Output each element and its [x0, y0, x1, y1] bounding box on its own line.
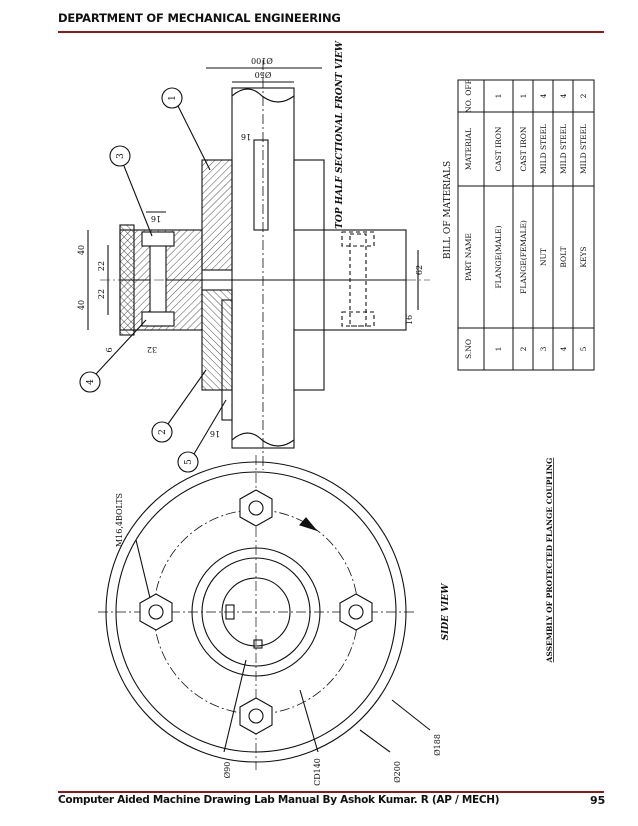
bom-header-sno: S.NO	[464, 339, 473, 359]
bom-row1-sno: 1	[494, 347, 503, 352]
leader-4	[95, 319, 147, 375]
bom-row5-sno: 5	[579, 346, 588, 351]
bom-row3-qty: 4	[539, 93, 548, 98]
page-header-title: DEPARTMENT OF MECHANICAL ENGINEERING	[58, 11, 341, 25]
dim-6: 6	[105, 347, 114, 352]
bolt-head-left	[141, 311, 175, 327]
leader-cd140	[299, 689, 319, 753]
balloon-4-label: 4	[86, 379, 96, 385]
dim-d100: Ø100	[251, 56, 273, 65]
side-nut-right	[339, 593, 373, 631]
leader-2	[167, 369, 207, 425]
flange-male-hub-left	[201, 159, 233, 271]
dim-16-lower: 16	[210, 429, 220, 438]
nut-left	[141, 231, 175, 247]
dim-16-bolt: 16	[151, 214, 161, 223]
bom-row5-qty: 2	[579, 93, 588, 98]
side-rotation-arrow	[299, 517, 318, 532]
bom-row3-material: MILD STEEL	[539, 124, 548, 174]
shaft-break-bottom	[231, 432, 295, 447]
bom-row1-part: FLANGE(MALE)	[494, 225, 503, 288]
label-cd140: CD140	[313, 758, 322, 786]
dim-16-flange: 16	[405, 315, 414, 325]
bom-row2-part: FLANGE(FEMALE)	[519, 220, 528, 294]
balloon-1-label: 1	[168, 95, 178, 101]
balloon-3-label: 3	[116, 153, 126, 159]
bom-row2-sno: 2	[519, 346, 528, 351]
balloon-4	[79, 371, 101, 393]
bom-row3-sno: 3	[539, 346, 548, 351]
dim-d50: Ø50	[255, 70, 272, 79]
balloon-2-label: 2	[158, 429, 168, 435]
label-d200: Ø200	[393, 761, 402, 783]
leader-3	[123, 165, 153, 237]
bolt-right-hidden	[349, 233, 367, 327]
nut-right-hidden	[341, 231, 375, 247]
side-bolt-left	[148, 604, 164, 620]
bom-row2-qty: 1	[519, 94, 528, 99]
flange-female-hub-right	[293, 329, 325, 391]
leader-1	[177, 105, 211, 171]
dim-40-lower: 40	[77, 300, 86, 310]
footer-rule	[58, 791, 604, 793]
bom-row4-part: BOLT	[559, 246, 568, 267]
side-view	[98, 455, 431, 770]
bom-frame	[457, 79, 595, 371]
dim-32: 32	[147, 345, 157, 354]
leader-5	[193, 399, 227, 455]
front-view	[79, 60, 430, 473]
page-number: 95	[590, 794, 606, 807]
dim-62: 62	[415, 265, 424, 275]
shaft-break-top	[231, 88, 295, 103]
dim-40-upper: 40	[77, 245, 86, 255]
bom-header-material: MATERIAL	[464, 128, 473, 170]
label-d90: Ø90	[223, 762, 232, 779]
balloon-3	[109, 145, 131, 167]
bom-title: BILL OF MATERIALS	[443, 161, 453, 259]
side-nut-top	[239, 489, 273, 527]
leader-d200	[359, 729, 391, 753]
side-nut-bottom	[239, 697, 273, 735]
bom-row1-qty: 1	[494, 94, 503, 99]
bom-row4-material: MILD STEEL	[559, 124, 568, 174]
bom-row2-material: CAST IRON	[519, 126, 528, 171]
side-nut-left	[139, 593, 173, 631]
bom-row1-material: CAST IRON	[494, 126, 503, 171]
balloon-2	[151, 421, 173, 443]
side-bolt-top	[248, 500, 264, 516]
header-rule	[58, 31, 604, 33]
side-bolt-right	[348, 604, 364, 620]
dim-22-lower: 22	[97, 289, 106, 299]
leader-bolts	[135, 539, 151, 599]
bom-row5-material: MILD STEEL	[579, 124, 588, 174]
front-view-title: TOP HALF SECTIONAL FRONT VIEW	[335, 40, 345, 229]
balloon-5	[177, 451, 199, 473]
leader-d188	[391, 699, 431, 731]
bom-row5-part: KEYS	[579, 246, 588, 267]
label-d188: Ø188	[433, 734, 442, 756]
key-upper	[253, 139, 269, 231]
flange-female-hub-left	[201, 289, 233, 391]
balloon-1	[161, 87, 183, 109]
label-bolts: M16,4BOLTS	[115, 493, 124, 547]
bom-header-nooff: NO. OFF	[464, 79, 473, 113]
dim-16-key: 16	[241, 132, 251, 141]
bom-header-part: PART NAME	[464, 233, 473, 281]
bolt-head-right-hidden	[341, 311, 375, 327]
sheet-title: ASSEMBLY OF PROTECTED FLANGE COUPLING	[545, 458, 554, 664]
flange-male-hub-right	[293, 159, 325, 231]
leader-d90	[223, 659, 247, 753]
balloon-5-label: 5	[184, 459, 194, 465]
side-bolt-bottom	[248, 708, 264, 724]
footer-text: Computer Aided Machine Drawing Lab Manua…	[58, 794, 500, 806]
side-view-title: SIDE VIEW	[441, 583, 451, 641]
side-key	[253, 639, 263, 649]
bom-row3-part: NUT	[539, 248, 548, 266]
bom-table	[457, 79, 595, 371]
dim-22-upper: 22	[97, 261, 106, 271]
bom-row4-qty: 4	[559, 93, 568, 98]
bom-row4-sno: 4	[559, 346, 568, 351]
